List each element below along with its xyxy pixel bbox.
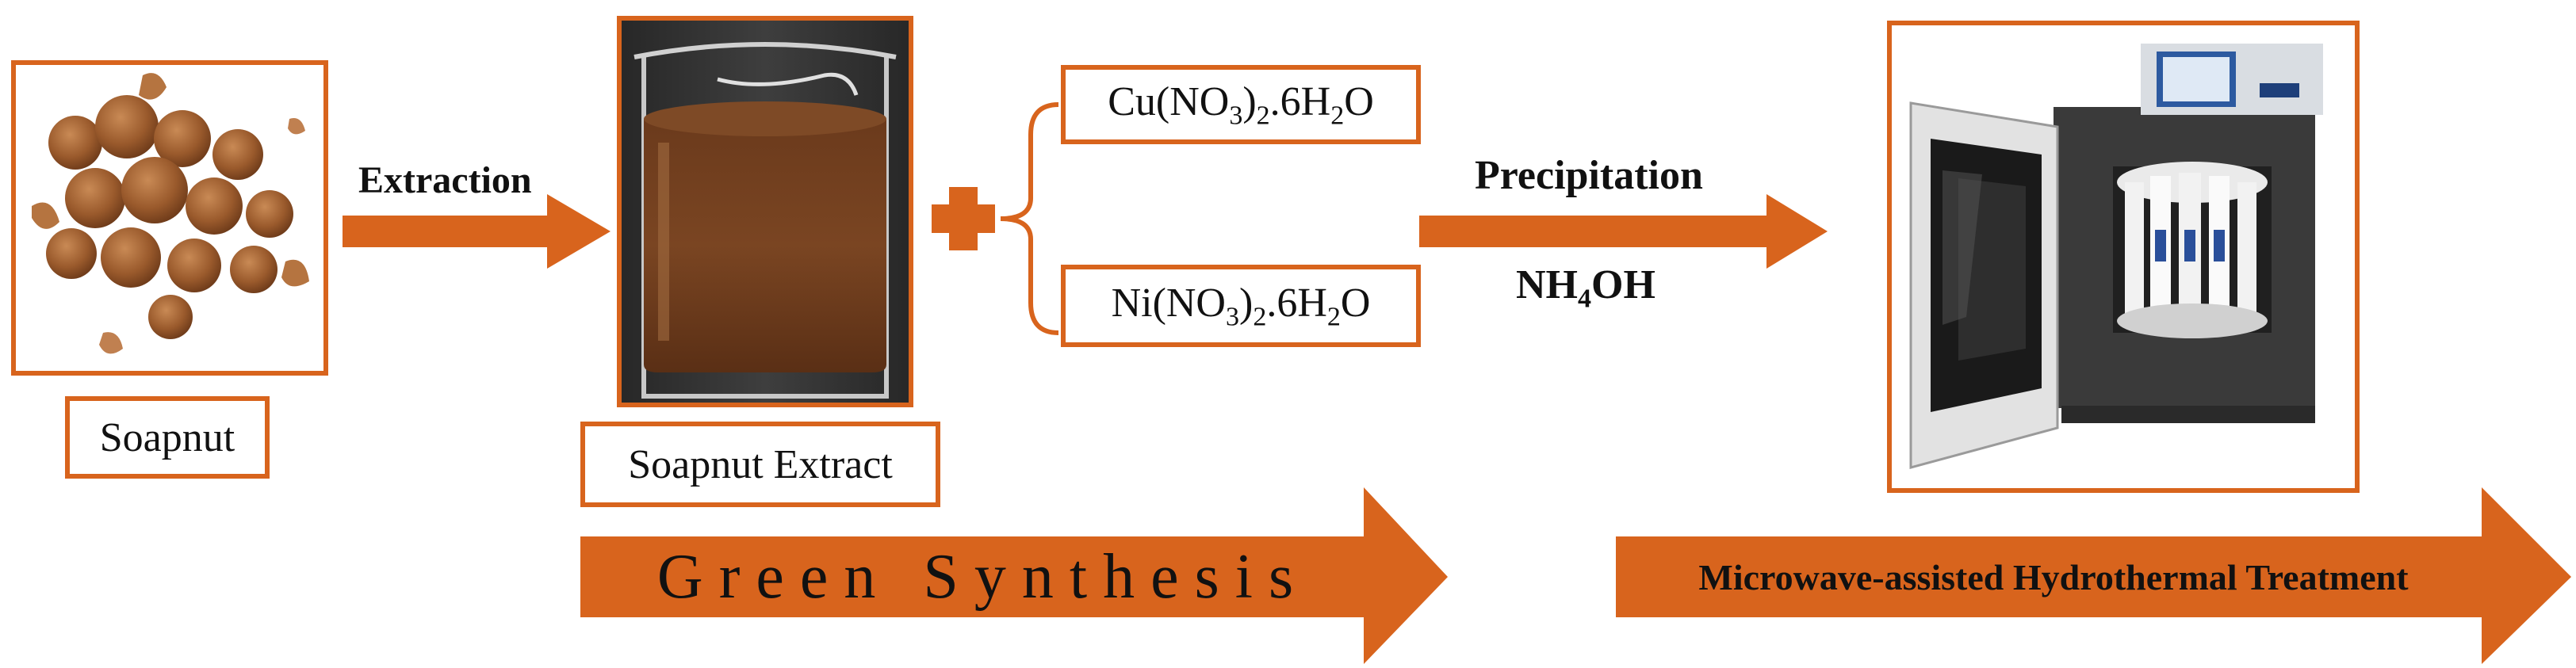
microwave-treatment-text: Microwave-assisted Hydrothermal Treatmen… — [1698, 556, 2409, 597]
beaker-image — [622, 21, 909, 403]
microwave-banner-arrow — [1616, 487, 2571, 664]
nickel-nitrate-formula: Ni(NO3)2.6H2O — [1111, 280, 1371, 332]
beaker-image-frame — [617, 16, 913, 407]
microwave-image-frame — [1887, 21, 2360, 493]
microwave-image — [1909, 44, 2323, 469]
precipitation-label: Precipitation — [1475, 153, 1703, 198]
precipitation-arrow — [1419, 194, 1828, 269]
copper-nitrate-label: Cu(NO3)2.6H2O — [1061, 65, 1421, 144]
soapnut-image — [32, 73, 309, 354]
ammonium-hydroxide-label: NH4OH — [1516, 262, 1655, 314]
copper-nitrate-formula: Cu(NO3)2.6H2O — [1108, 78, 1374, 131]
soapnut-image-frame — [11, 60, 328, 376]
soapnut-extract-label: Soapnut Extract — [580, 422, 940, 507]
extraction-label: Extraction — [358, 159, 532, 201]
green-synthesis-banner-arrow — [580, 487, 1448, 664]
soapnut-label: Soapnut — [65, 396, 270, 479]
plus-icon — [932, 187, 995, 250]
extraction-arrow — [343, 194, 611, 269]
nickel-nitrate-label: Ni(NO3)2.6H2O — [1061, 265, 1421, 347]
bracket-connector — [1000, 102, 1059, 335]
green-synthesis-text: Green Synthesis — [656, 541, 1310, 612]
